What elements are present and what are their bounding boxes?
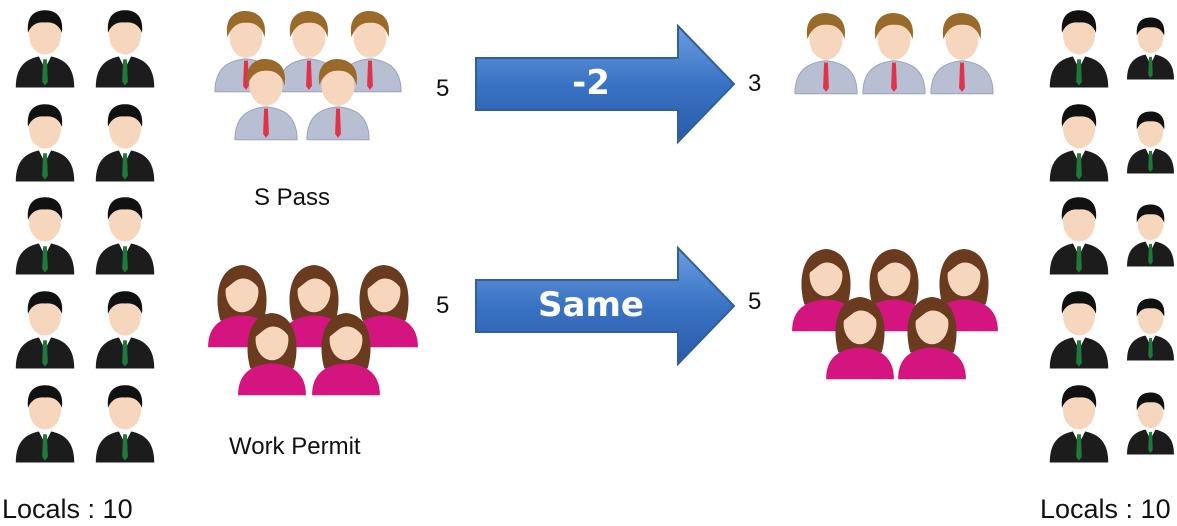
male-local-icon [15,104,75,182]
spass-arrow-icon [475,23,736,145]
male-local-icon [1127,111,1174,174]
left-locals-label: Locals : 10 [2,494,133,524]
wp-change-label: Same [538,285,644,325]
male-spass-icon [338,11,402,93]
female-work-permit-icon [238,312,306,396]
male-spass-icon [862,13,926,95]
male-local-icon [95,104,155,182]
male-local-icon [95,197,155,275]
male-local-icon [95,291,155,369]
male-spass-icon [234,59,298,141]
male-local-icon [1049,385,1109,463]
male-spass-icon [930,13,994,95]
male-spass-icon [794,13,858,95]
spass-label: S Pass [254,184,331,211]
spass-after-count: 3 [748,70,762,97]
female-work-permit-icon [350,264,418,348]
spass-change-label: -2 [572,63,610,103]
male-local-icon [1049,291,1109,369]
male-local-icon [95,385,155,463]
male-local-icon [15,10,75,88]
female-work-permit-icon [312,312,380,396]
male-local-icon [1127,298,1174,361]
male-local-icon [15,291,75,369]
spass-before-count: 5 [436,75,450,102]
wp-arrow-icon [475,245,736,367]
male-local-icon [15,385,75,463]
male-local-icon [1049,197,1109,275]
right-locals-label: Locals : 10 [1040,494,1171,524]
male-local-icon [1127,17,1174,80]
male-local-icon [15,197,75,275]
male-local-icon [1049,10,1109,88]
work-permit-label: Work Permit [229,433,361,460]
male-local-icon [1049,104,1109,182]
male-local-icon [95,10,155,88]
male-spass-icon [306,59,370,141]
female-work-permit-icon [898,296,966,380]
wp-after-count: 5 [748,288,762,315]
wp-before-count: 5 [436,292,450,319]
female-work-permit-icon [826,296,894,380]
male-local-icon [1127,392,1174,455]
male-local-icon [1127,204,1174,267]
